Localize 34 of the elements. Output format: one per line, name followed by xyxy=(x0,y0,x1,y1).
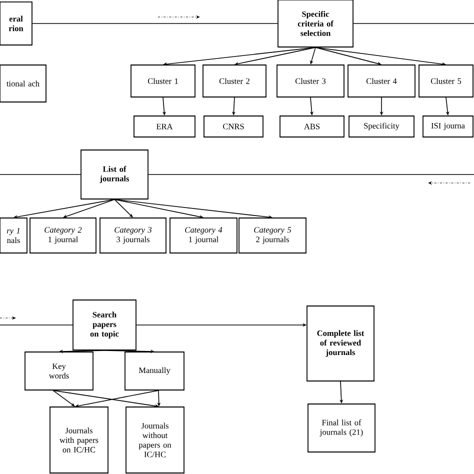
process-box: tional ach xyxy=(0,64,46,102)
arrow xyxy=(63,199,115,218)
category-box: Category 2 1 journal xyxy=(30,218,96,254)
process-box: Specificity xyxy=(348,116,414,138)
process-box: ABS xyxy=(280,116,344,138)
category-box: Category 4 1 journal xyxy=(170,218,238,254)
process-box: Cluster 3 xyxy=(276,64,344,98)
connector-line xyxy=(148,174,474,175)
category-box: Category 5 2 journals xyxy=(238,218,306,254)
process-box: Specific criteria of selection xyxy=(278,0,354,48)
connector-line xyxy=(353,23,474,24)
process-box: Cluster 1 xyxy=(130,64,196,98)
process-box: ISI journa xyxy=(422,116,474,138)
process-box: List of journals xyxy=(80,150,148,200)
process-box: Cluster 4 xyxy=(348,64,416,98)
connector-line xyxy=(32,23,278,24)
process-box: eral rion xyxy=(0,2,32,46)
process-box: Journals with papers on IC/HC xyxy=(50,406,108,474)
process-box: CNRS xyxy=(204,116,264,138)
arrow xyxy=(315,47,382,66)
process-box: Cluster 5 xyxy=(418,64,474,98)
connector-line xyxy=(0,324,73,326)
category-box: Category 3 3 journals xyxy=(100,218,166,254)
process-box: Journals without papers on IC/HC xyxy=(126,406,184,474)
process-box: Manually xyxy=(124,352,184,390)
process-box: Final list of journals (21) xyxy=(308,404,376,452)
arrow xyxy=(114,199,204,218)
process-box: Key words xyxy=(24,352,94,390)
process-box: Complete list of reviewed journals xyxy=(306,306,374,382)
process-box: Search papers on topic xyxy=(72,300,136,350)
connector-line xyxy=(0,174,81,175)
category-box: ry 1 nals xyxy=(0,218,28,254)
process-box: Cluster 2 xyxy=(202,64,266,98)
process-box: ERA xyxy=(134,116,196,138)
